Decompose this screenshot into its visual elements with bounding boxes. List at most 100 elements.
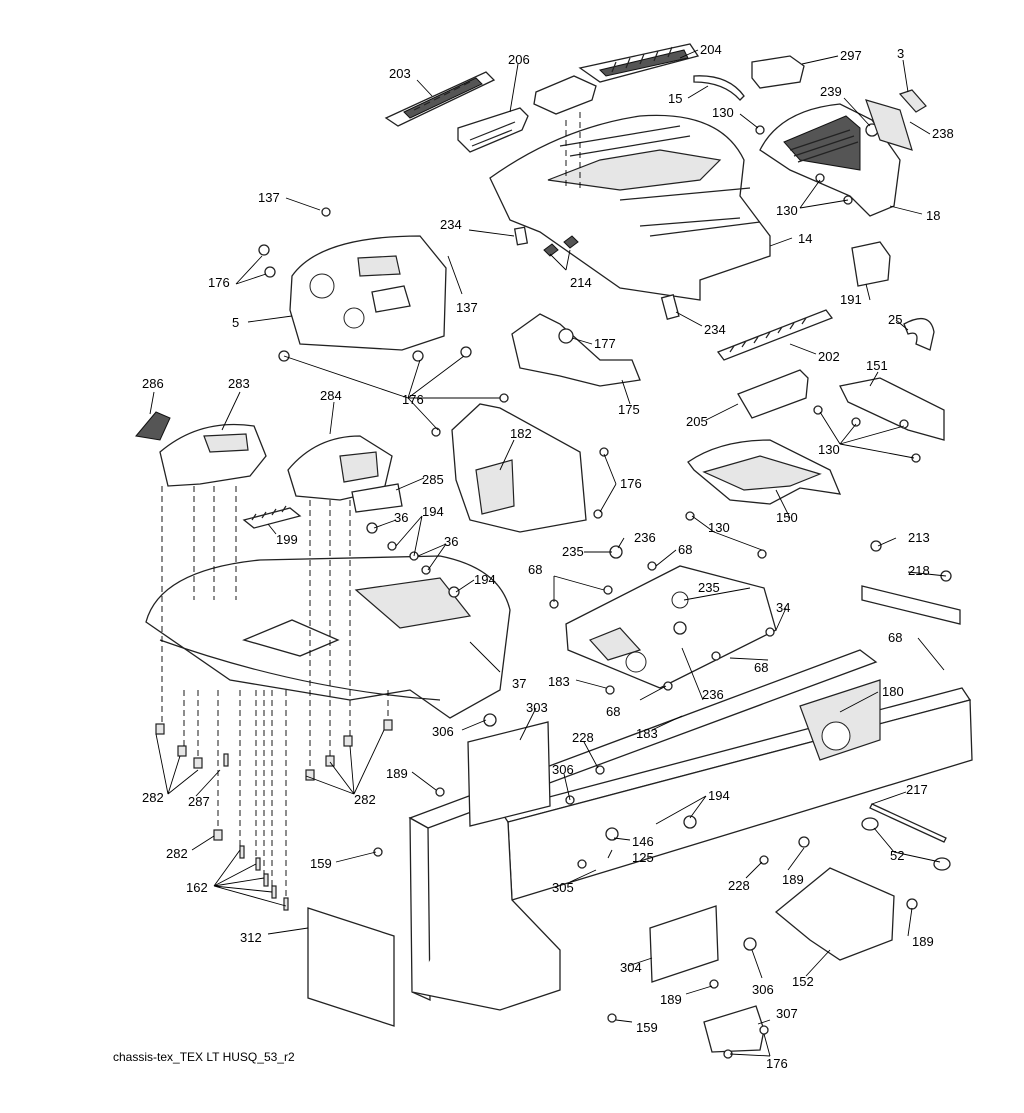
part-25-bracket [903, 317, 935, 351]
callout-305: 305 [552, 880, 574, 895]
callout-206: 206 [508, 52, 530, 67]
callout-234: 234 [440, 217, 462, 232]
callout-217: 217 [906, 782, 928, 797]
callout-36: 36 [394, 510, 408, 525]
callout-285: 285 [422, 472, 444, 487]
callout-159: 159 [310, 856, 332, 871]
callout-194: 194 [708, 788, 730, 803]
part-37-fender [145, 555, 511, 719]
callout-68: 68 [754, 660, 768, 675]
part-152-deflector [774, 867, 895, 961]
part-199-label [242, 505, 302, 529]
callout-306: 306 [752, 982, 774, 997]
part-284-fender-cover [287, 435, 393, 501]
callout-228: 228 [728, 878, 750, 893]
part-217-rod [869, 803, 947, 843]
callout-236: 236 [702, 687, 724, 702]
part-286-emblem [135, 411, 171, 441]
callout-189: 189 [386, 766, 408, 781]
part-304-plate [649, 905, 719, 983]
callout-130: 130 [776, 203, 798, 218]
callout-130: 130 [708, 520, 730, 535]
callout-152: 152 [792, 974, 814, 989]
callout-306: 306 [552, 762, 574, 777]
part-204-top-vent [578, 43, 700, 83]
part-202-strip [716, 309, 834, 361]
callout-213: 213 [908, 530, 930, 545]
part-52-nut-a [861, 817, 879, 831]
callout-282: 282 [354, 792, 376, 807]
callout-14: 14 [798, 231, 812, 246]
callout-194: 194 [422, 504, 444, 519]
figure-id-caption: chassis-tex_TEX LT HUSQ_53_r2 [113, 1050, 295, 1064]
callout-282: 282 [142, 790, 164, 805]
callout-189: 189 [660, 992, 682, 1007]
part-15-strip [693, 75, 745, 101]
callout-125: 125 [632, 850, 654, 865]
callout-199: 199 [276, 532, 298, 547]
fastener-hardware [258, 125, 952, 1059]
callout-204: 204 [700, 42, 722, 57]
callout-203: 203 [389, 66, 411, 81]
part-34-mount-plate [565, 565, 777, 689]
clips-282 [155, 719, 393, 841]
callout-151: 151 [866, 358, 888, 373]
callout-312: 312 [240, 930, 262, 945]
callout-175: 175 [618, 402, 640, 417]
callout-239: 239 [820, 84, 842, 99]
callout-297: 297 [840, 48, 862, 63]
part-182-panel [451, 403, 587, 533]
part-175-bracket [511, 313, 641, 387]
part-234-tab-upper [513, 226, 529, 246]
callout-37: 37 [512, 676, 526, 691]
callout-159: 159 [636, 1020, 658, 1035]
callout-36: 36 [444, 534, 458, 549]
callout-303: 303 [526, 700, 548, 715]
callout-68: 68 [888, 630, 902, 645]
callout-176: 176 [402, 392, 424, 407]
callout-194: 194 [474, 572, 496, 587]
callout-150: 150 [776, 510, 798, 525]
callout-177: 177 [594, 336, 616, 351]
part-206-bracket [457, 107, 529, 153]
part-52-nut-b [933, 857, 951, 871]
callout-68: 68 [528, 562, 542, 577]
callout-214: 214 [570, 275, 592, 290]
callout-235: 235 [562, 544, 584, 559]
callout-183: 183 [636, 726, 658, 741]
callout-137: 137 [456, 300, 478, 315]
callout-3: 3 [897, 46, 904, 61]
callout-283: 283 [228, 376, 250, 391]
part-203-vent-strip [384, 71, 496, 127]
callout-15: 15 [668, 91, 682, 106]
part-frame-rails [408, 649, 973, 1011]
callout-130: 130 [818, 442, 840, 457]
part-3-clip [898, 89, 927, 113]
callout-205: 205 [686, 414, 708, 429]
part-218-bracket [861, 585, 961, 625]
part-283-fender-cover [159, 423, 267, 487]
callout-191: 191 [840, 292, 862, 307]
callout-235: 235 [698, 580, 720, 595]
callout-236: 236 [634, 530, 656, 545]
callout-306: 306 [432, 724, 454, 739]
callout-189: 189 [912, 934, 934, 949]
callout-307: 307 [776, 1006, 798, 1021]
leader-lines [149, 49, 947, 1057]
screws-162 [223, 753, 289, 911]
callout-202: 202 [818, 349, 840, 364]
part-150-shroud [687, 439, 842, 505]
callout-287: 287 [188, 794, 210, 809]
callout-238: 238 [932, 126, 954, 141]
callout-180: 180 [882, 684, 904, 699]
part-303-plate [467, 721, 551, 827]
callout-52: 52 [890, 848, 904, 863]
part-234-tab-lower [660, 293, 680, 320]
callout-34: 34 [776, 600, 790, 615]
part-205-strip [737, 369, 809, 419]
part-307-cover [703, 1005, 765, 1053]
callout-labels: 203 206 204 297 3 15 130 239 238 130 18 … [142, 42, 954, 1071]
callout-18: 18 [926, 208, 940, 223]
callout-183: 183 [548, 674, 570, 689]
